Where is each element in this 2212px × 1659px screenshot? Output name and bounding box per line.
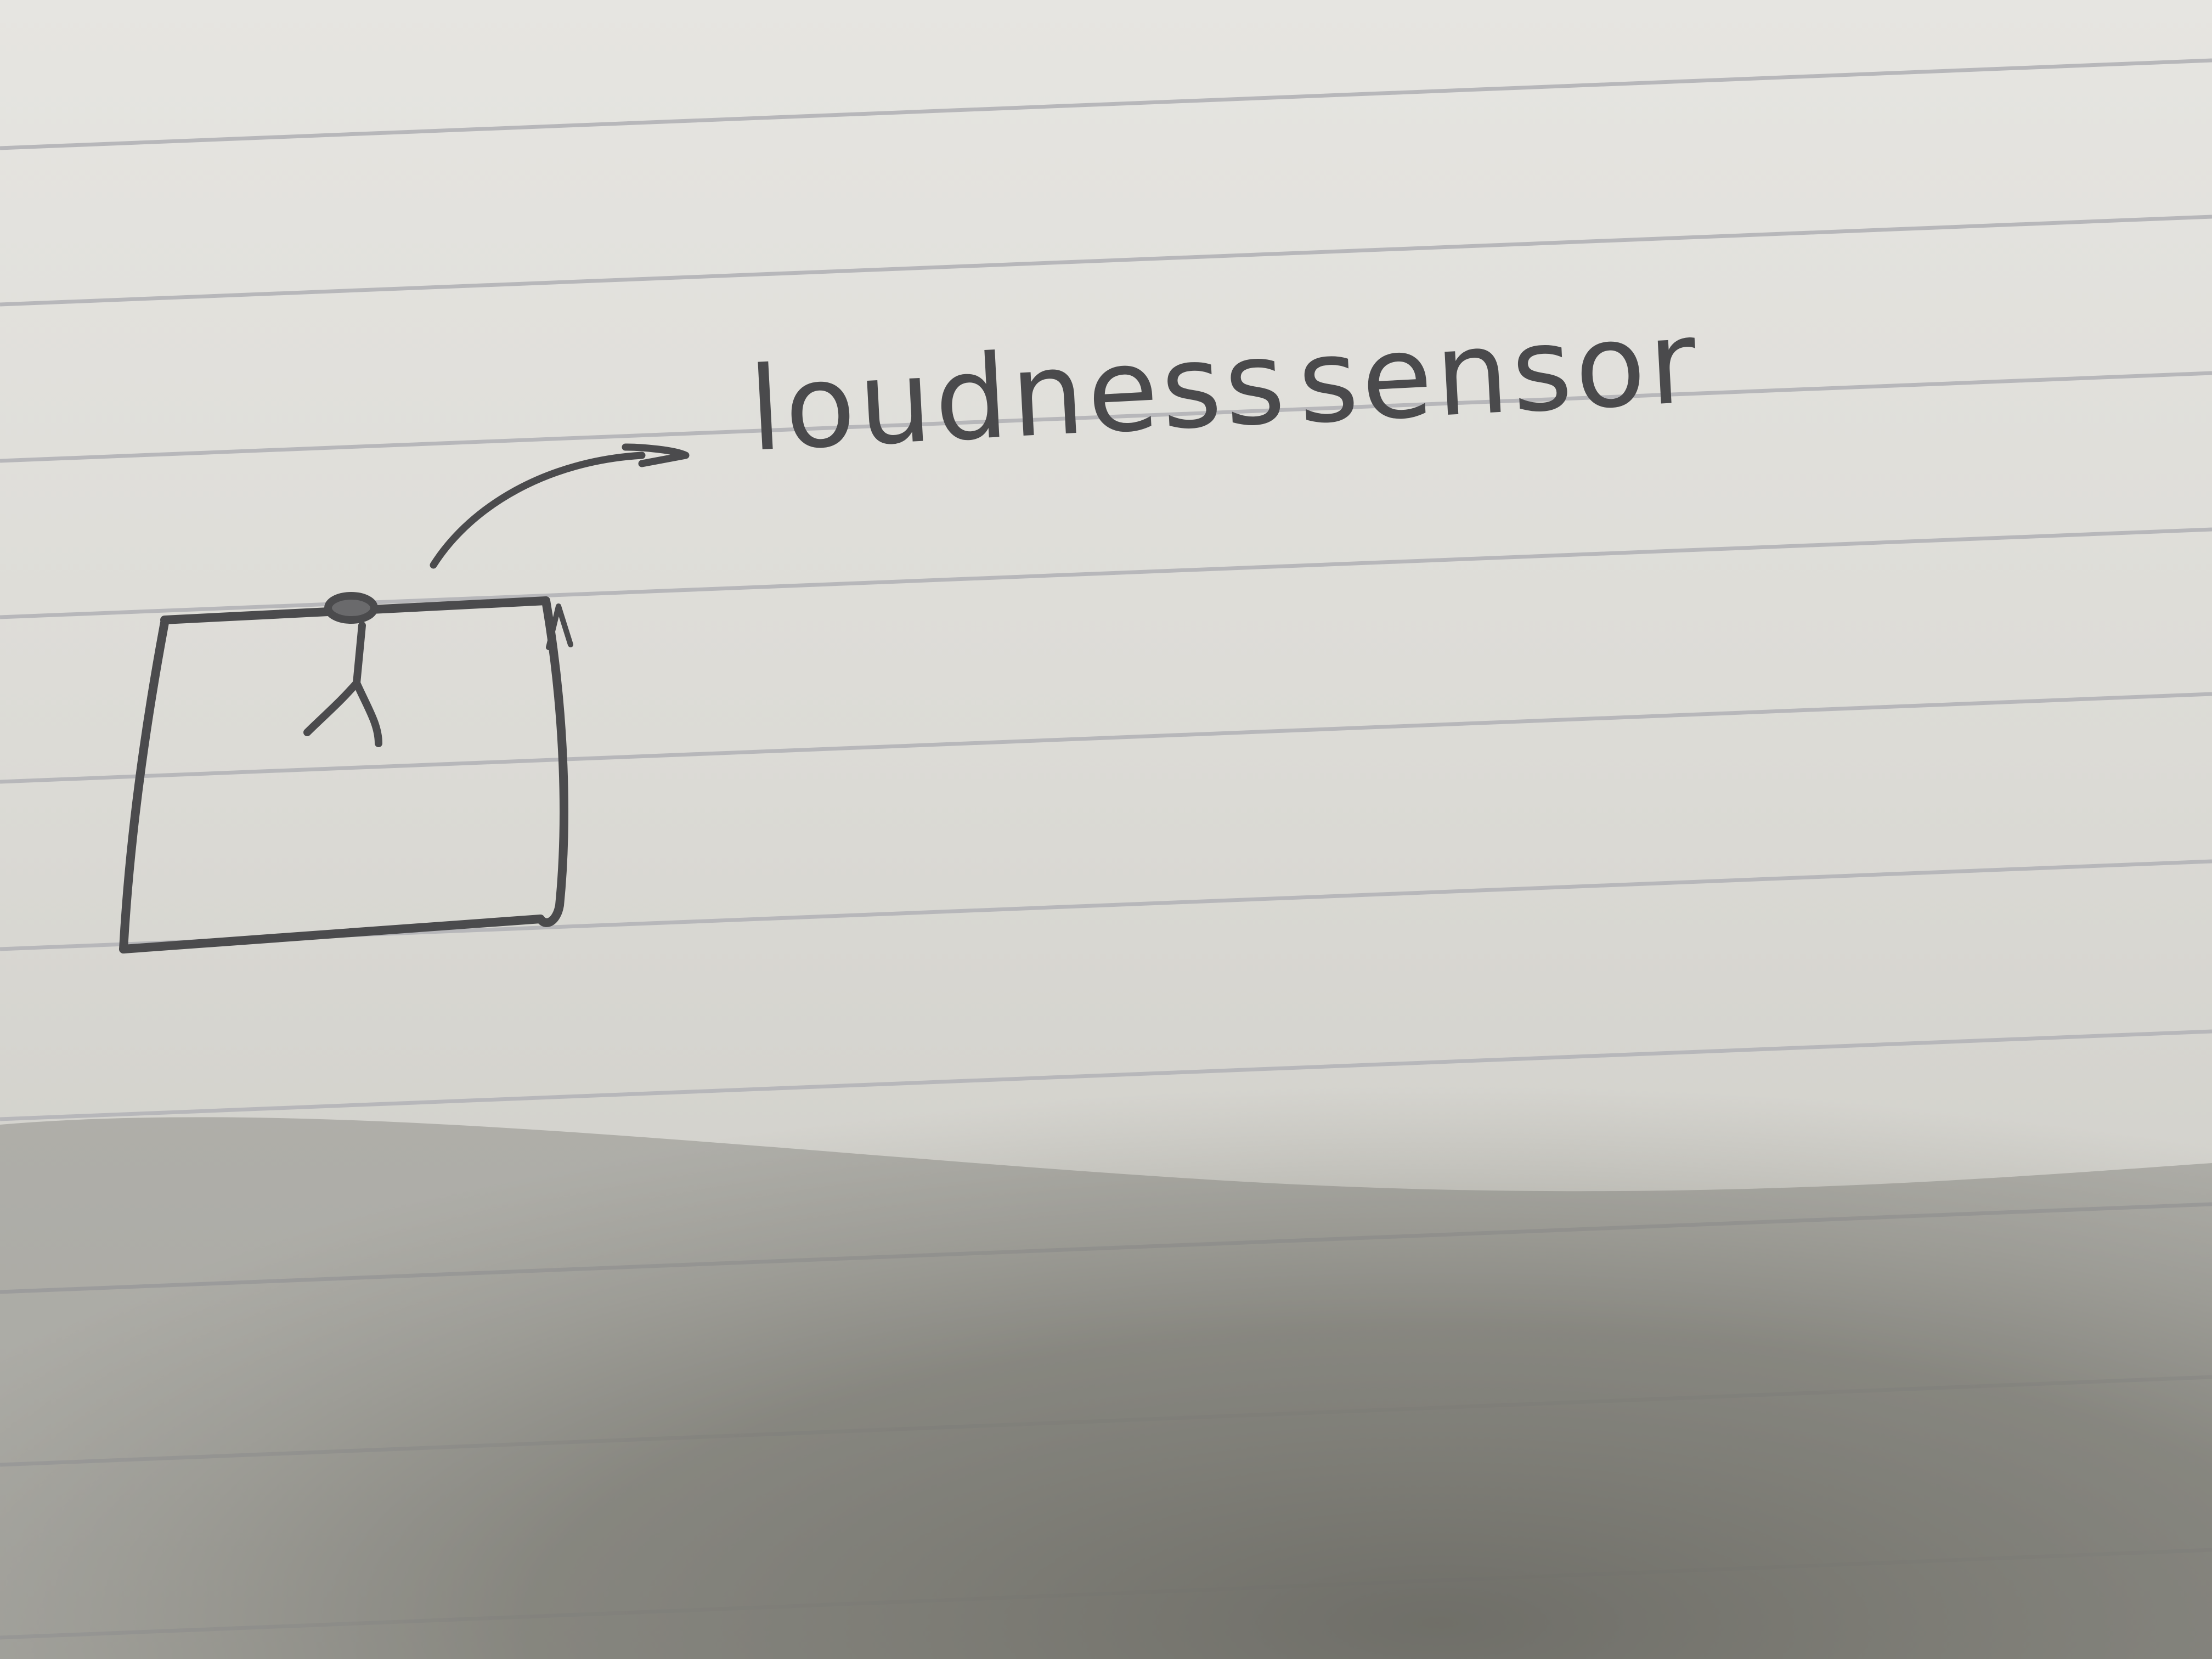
hand-shadow (0, 942, 2212, 1659)
hand-shadow-core (0, 1117, 2212, 1659)
sensor-icon (303, 592, 382, 747)
label-leader-arrow (430, 443, 690, 569)
label-word-sensor: sensor (1295, 295, 1703, 450)
label-word-loudness: loudness (746, 315, 1291, 477)
